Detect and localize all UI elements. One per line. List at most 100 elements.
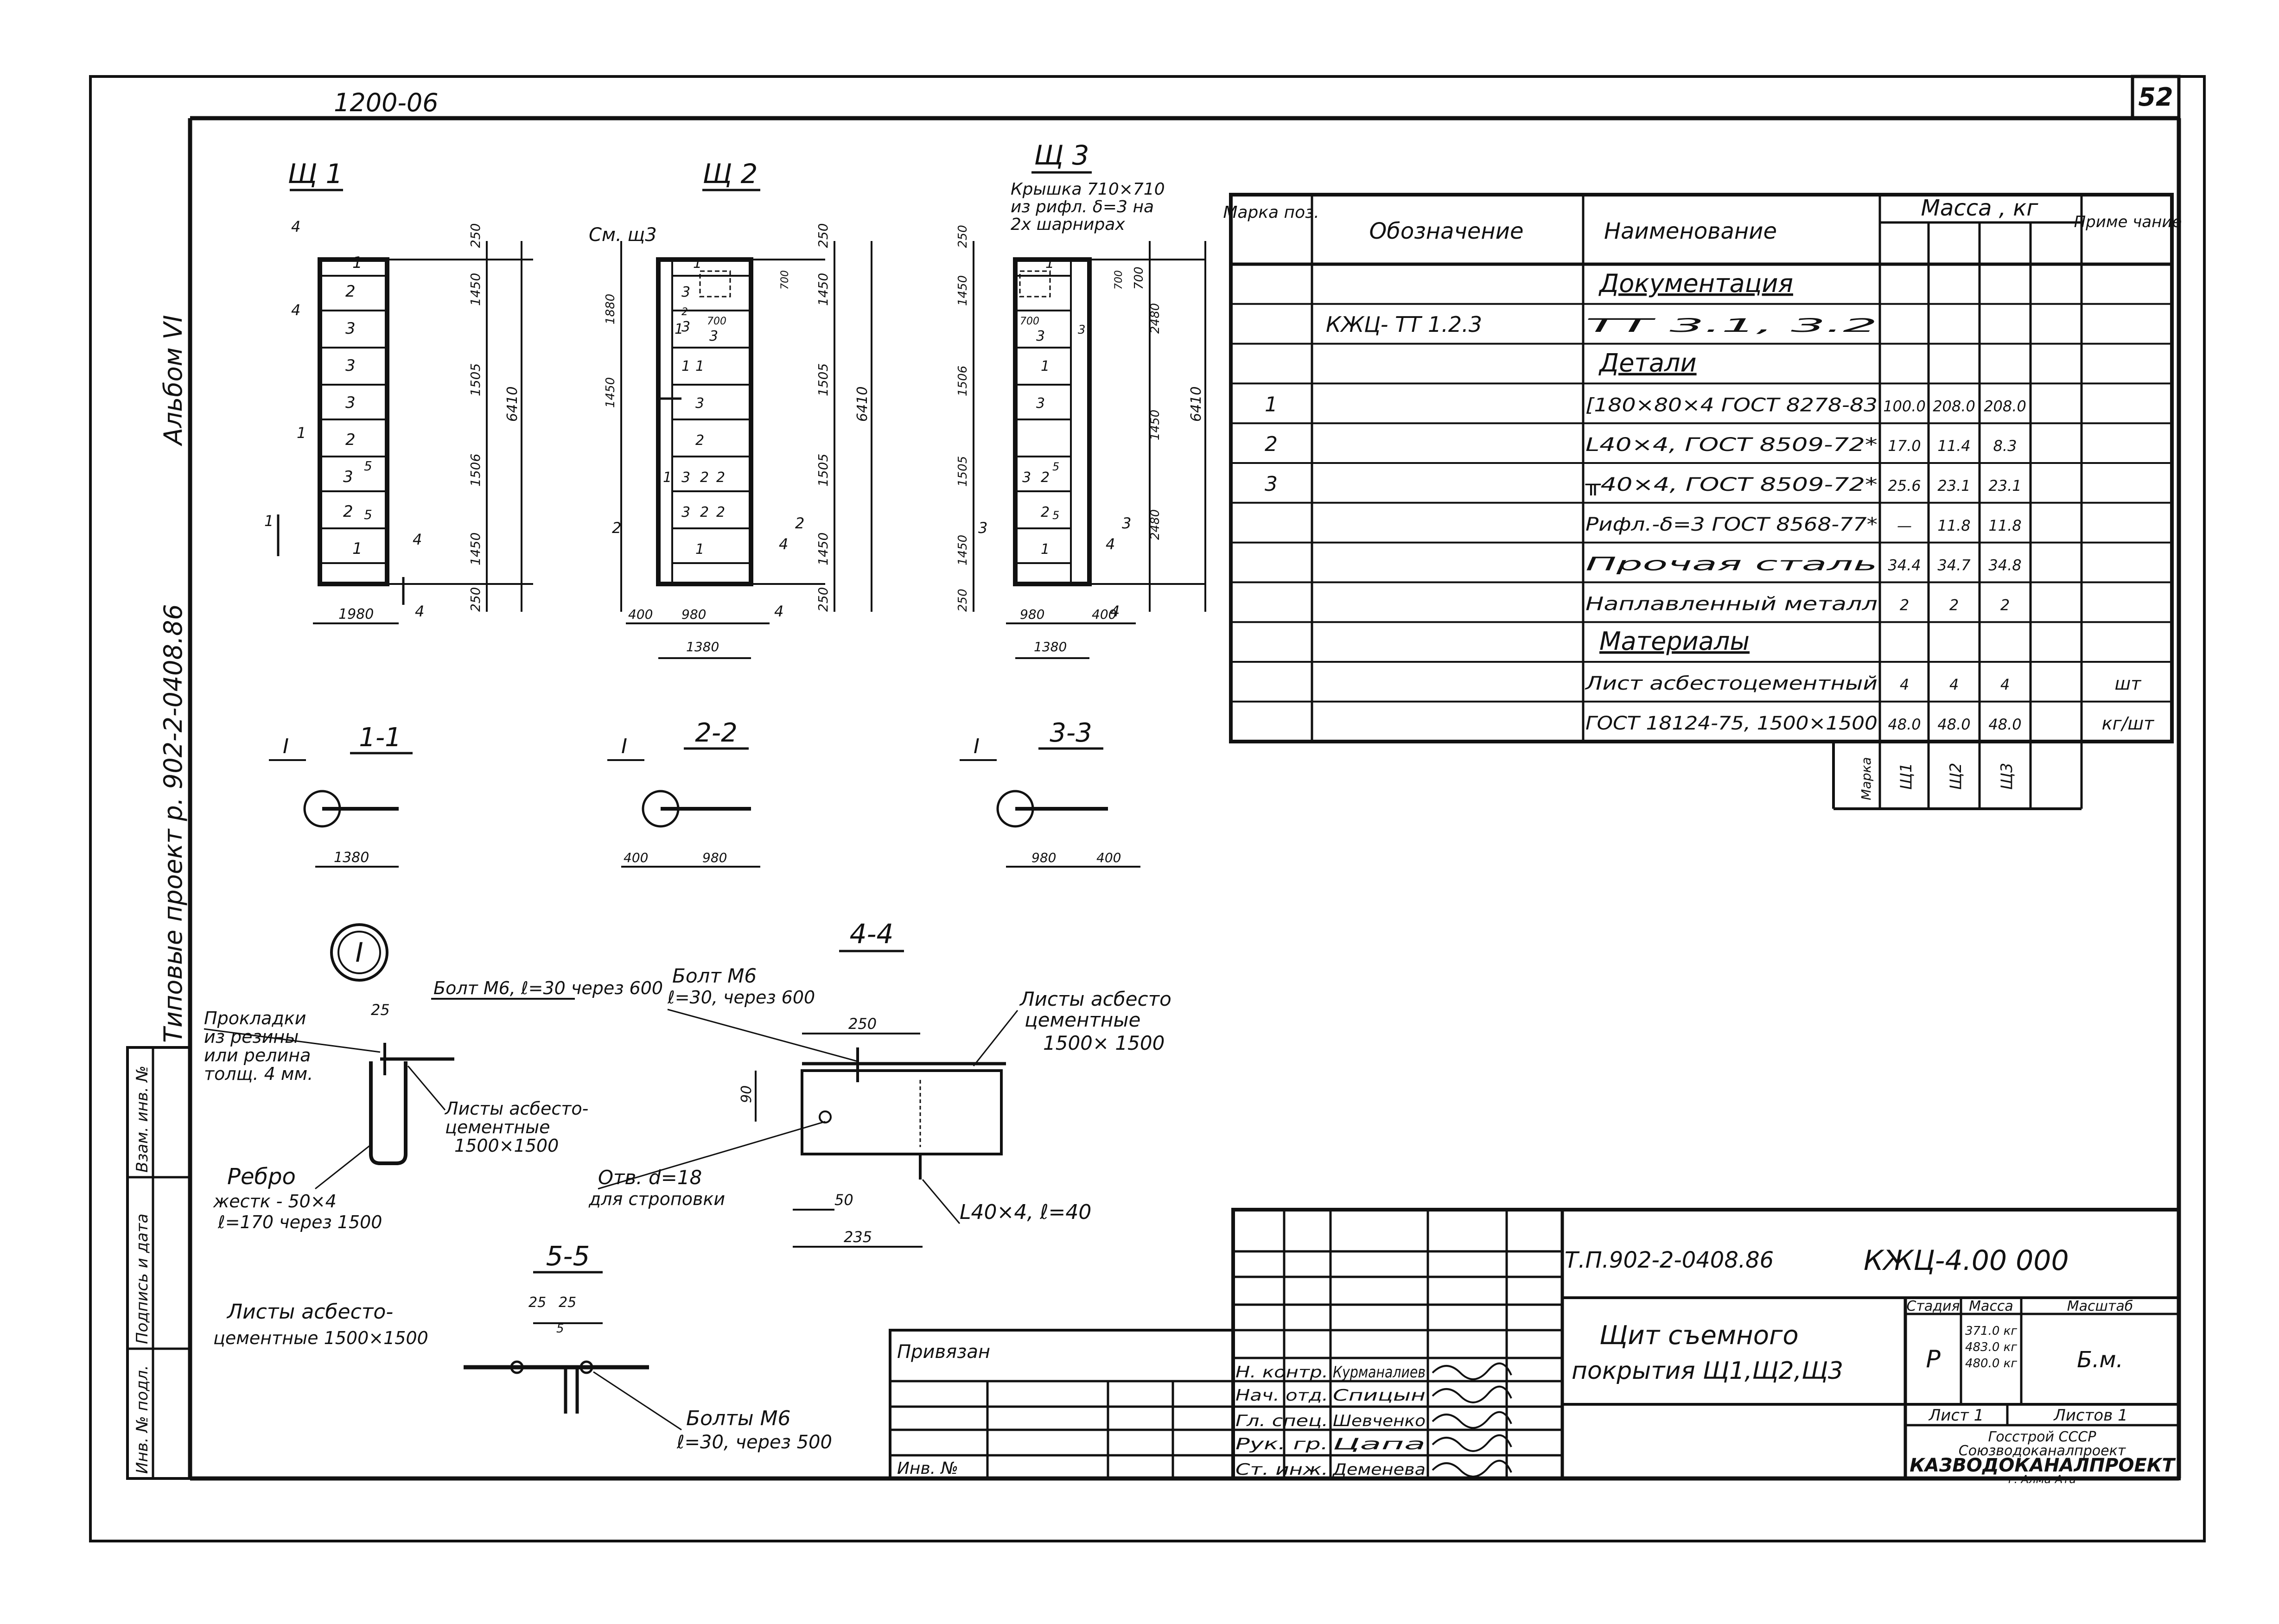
sh2-total: 6410 (854, 387, 871, 422)
sh2-left-2: 1450 (604, 377, 617, 408)
sh3-mark-3: 3 (1036, 395, 1045, 412)
spec-row-mass: 17.0 (1888, 437, 1921, 455)
spec-row-mass: 208.0 (1984, 397, 2026, 415)
tb-inv: Инв. № (897, 1459, 958, 1478)
sh2-mark-4: 1 (681, 358, 690, 374)
sh2-dim-1: 250 (815, 223, 831, 248)
spec-row-mass: 48.0 (1888, 716, 1921, 733)
spec-footer-col-3: Щ3 (1998, 763, 2016, 790)
sh3-note-2: из рифл. δ=3 на (1011, 197, 1154, 216)
sh1-mark-5: 3 (345, 393, 356, 412)
sh1-width: 1980 (338, 606, 374, 622)
section-4-4-dim-4: 235 (844, 1228, 872, 1246)
sh1-mark-8: 2 (343, 502, 353, 521)
section-2-2: 2-2 I 400 980 (607, 718, 760, 868)
sh3-right-2: 2480 (1148, 303, 1162, 334)
detail-i-sheets-3: 1500×1500 (454, 1136, 559, 1156)
spec-row-mass: 23.1 (1937, 477, 1970, 495)
sh2-bottom-3: 1380 (686, 639, 719, 654)
sh3-mark-9: 5 (1052, 509, 1059, 522)
sh3-bottom-2: 400 (1092, 607, 1116, 622)
spec-footer-col-2: Щ2 (1947, 763, 1965, 790)
tb-signer-role: Ст. инж. (1235, 1460, 1328, 1479)
tb-mass-1: 371.0 кг (1965, 1324, 2017, 1338)
tb-signer-name: Спицын (1333, 1386, 1426, 1405)
specification-table: Марка поз. Обозначение Наименование Масс… (1223, 193, 2182, 810)
spec-row-mass: 34.8 (1988, 557, 2021, 574)
side-project: Типовые проект р. 902-2-0408.86 (159, 604, 188, 1043)
spec-row-name: Прочая сталь (1585, 554, 1878, 575)
spec-footer-label: Марка (1859, 757, 1874, 800)
tb-signer-role: Рук. гр. (1235, 1435, 1328, 1453)
section-5-5-title: 5-5 (546, 1240, 590, 1272)
sh2-side-1: 2 (612, 519, 621, 537)
sh2-mark-14: 1 (695, 541, 704, 558)
sh3-right-4: 2480 (1148, 509, 1162, 540)
tb-org-1: Госстрой СССР (1988, 1429, 2097, 1445)
spec-row-mass: 100.0 (1883, 397, 1926, 415)
sh3-side-1: 3 (978, 519, 987, 537)
top-code: 1200-06 (334, 88, 439, 117)
section-5-5-bolts-2: ℓ=30, через 500 (676, 1432, 832, 1453)
sh2-small-3: 700 (779, 270, 791, 290)
sh2-left-1: 1880 (604, 294, 617, 324)
sh2-side-4: 4 (774, 603, 783, 620)
tb-signer-role: Нач. отд. (1235, 1386, 1328, 1405)
spec-row-name: ╥40×4, ГОСТ 8509-72* (1585, 474, 1878, 496)
spec-row-mass: 4 (2000, 676, 2010, 693)
section-3-3: 3-3 I 980 400 (960, 718, 1140, 868)
section-3-3-dim-2: 400 (1096, 850, 1121, 865)
section-3-3-dim-1: 980 (1031, 850, 1056, 865)
sheet-number-box (2131, 75, 2181, 120)
sh2-ref: См. щ3 (589, 224, 657, 246)
sh2-dim-2: 1450 (815, 273, 831, 306)
sh1-mark-9: 1 (352, 539, 363, 558)
section-1-1-title: 1-1 (359, 723, 401, 753)
spec-row-name: ТТ 3.1, 3.2 (1585, 315, 1878, 336)
sh3-small-1: 700 (1020, 316, 1039, 327)
sh3-mark-1: 1 (1045, 255, 1054, 272)
sh2-bottom-1: 400 (628, 607, 653, 622)
spec-section-heading: Материалы (1599, 627, 1750, 656)
sh2-side-2: 2 (795, 514, 804, 532)
sh3-dim-1: 1450 (956, 275, 970, 306)
sh1-sub-2: 5 (364, 507, 372, 522)
spec-head-mass: Масса , кг (1921, 195, 2038, 221)
sh2-mark-10: 2 (700, 469, 709, 486)
signature-scribble (1432, 1362, 1512, 1380)
detail-i-gasket-2: из резины (204, 1027, 299, 1047)
tb-stage: Р (1926, 1345, 1941, 1373)
tb-org-2: Союзводоканалпроект (1959, 1443, 2126, 1459)
spec-row-mass: 11.8 (1988, 517, 2021, 534)
sh2-mark-16: 1 (675, 321, 683, 337)
section-2-2-title: 2-2 (695, 718, 737, 748)
sh2-side-3: 4 (779, 535, 788, 553)
sh3-small-2: 700 (1113, 270, 1125, 290)
sh1-mark-3: 3 (345, 319, 356, 338)
spec-head-name: Наименование (1604, 218, 1777, 244)
spec-row-mass: 208.0 (1933, 397, 1975, 415)
tb-name-1: Щит съемного (1599, 1320, 1799, 1351)
sh3-mark-6: 2 (1041, 469, 1050, 486)
panel-sh2: Щ 2 См. щ3 1 3 3 1 1 3 2 1 3 2 3 2 2 1 2… (589, 158, 872, 659)
sh1-side-5: 4 (413, 531, 422, 548)
section-4-4-dim-2: 90 (738, 1085, 755, 1103)
detail-i-gasket-4: толщ. 4 мм. (204, 1064, 313, 1084)
section-5-5-sheets-1: Листы асбесто- (226, 1300, 393, 1324)
section-4-4-hole-1: Отв. d=18 (598, 1166, 702, 1189)
section-4-4: 4-4 Болт М6 ℓ=30, через 600 Листы асбест… (588, 918, 1171, 1248)
section-2-2-ref: I (621, 735, 627, 758)
signature-scribble (1432, 1411, 1512, 1429)
tb-tied: Привязан (897, 1341, 990, 1363)
sh3-mark-8: 5 (1052, 460, 1059, 473)
panel-sh3: Щ 3 Крышка 710×710 из рифл. δ=3 на 2х ша… (956, 140, 1206, 659)
sh2-mark-9: 3 (681, 469, 690, 486)
tb-signer-role: Н. контр. (1235, 1363, 1328, 1382)
spec-row-mass: 11.4 (1937, 437, 1970, 455)
section-4-4-sheets-3: 1500× 1500 (1043, 1032, 1165, 1054)
detail-i-label: I (355, 937, 363, 968)
section-5-5: 5-5 25 25 5 Листы асбесто- цементные 150… (213, 1240, 832, 1453)
tb-signer-name: Курманалиев (1333, 1363, 1426, 1382)
